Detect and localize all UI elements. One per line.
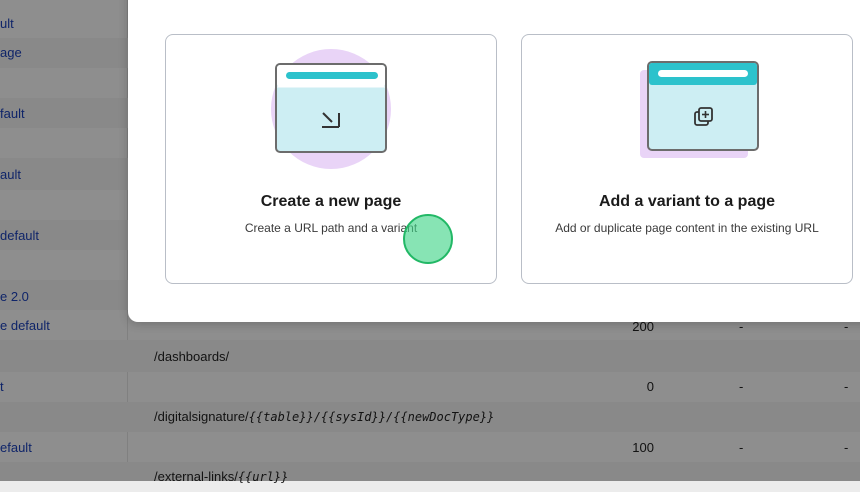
create-new-page-card[interactable]: Create a new page Create a URL path and … xyxy=(165,34,497,284)
card-title: Create a new page xyxy=(260,193,402,210)
row-name[interactable]: efault xyxy=(0,440,32,455)
table-row[interactable]: t 0 - - xyxy=(0,372,860,402)
row-dash: - xyxy=(844,440,849,455)
row-name[interactable]: t xyxy=(0,379,4,394)
new-page-icon xyxy=(271,49,391,169)
row-number: 0 xyxy=(646,379,654,394)
card-description: Create a URL path and a variant xyxy=(244,221,418,235)
row-path: /dashboards/ xyxy=(154,349,230,364)
row-name[interactable]: e 2.0 xyxy=(0,289,29,304)
duplicate-page-icon xyxy=(640,61,759,158)
add-variant-card[interactable]: Add a variant to a page Add or duplicate… xyxy=(521,34,853,284)
row-number: 100 xyxy=(632,440,654,455)
new-page-dialog: Create a new page Create a URL path and … xyxy=(128,0,860,322)
path-prefix: /external-links/ xyxy=(154,469,238,484)
row-name[interactable]: ault xyxy=(0,167,21,182)
table-row[interactable]: /digitalsignature/{{table}}/{{sysId}}/{{… xyxy=(0,402,860,432)
row-dash: - xyxy=(739,319,744,334)
card-title: Add a variant to a page xyxy=(598,193,776,210)
card-description: Add or duplicate page content in the exi… xyxy=(555,221,819,235)
row-name[interactable]: ult xyxy=(0,16,14,31)
row-name[interactable]: fault xyxy=(0,106,25,121)
row-name[interactable]: e default xyxy=(0,318,50,333)
table-row[interactable]: e default 200 - - xyxy=(0,310,860,340)
row-dash: - xyxy=(739,440,744,455)
table-row[interactable]: efault 100 - - xyxy=(0,432,860,462)
row-name[interactable]: age xyxy=(0,45,22,60)
table-row[interactable]: /dashboards/ xyxy=(0,340,860,372)
path-variables: {{table}}/{{sysId}}/{{newDocType}} xyxy=(248,410,495,424)
click-indicator xyxy=(403,214,453,264)
row-path: /digitalsignature/{{table}}/{{sysId}}/{{… xyxy=(154,409,494,424)
row-name[interactable]: default xyxy=(0,228,40,243)
row-dash: - xyxy=(844,379,849,394)
row-dash: - xyxy=(739,379,744,394)
row-dash: - xyxy=(844,319,849,334)
path-prefix: /digitalsignature/ xyxy=(154,409,249,424)
row-number: 200 xyxy=(632,319,654,334)
